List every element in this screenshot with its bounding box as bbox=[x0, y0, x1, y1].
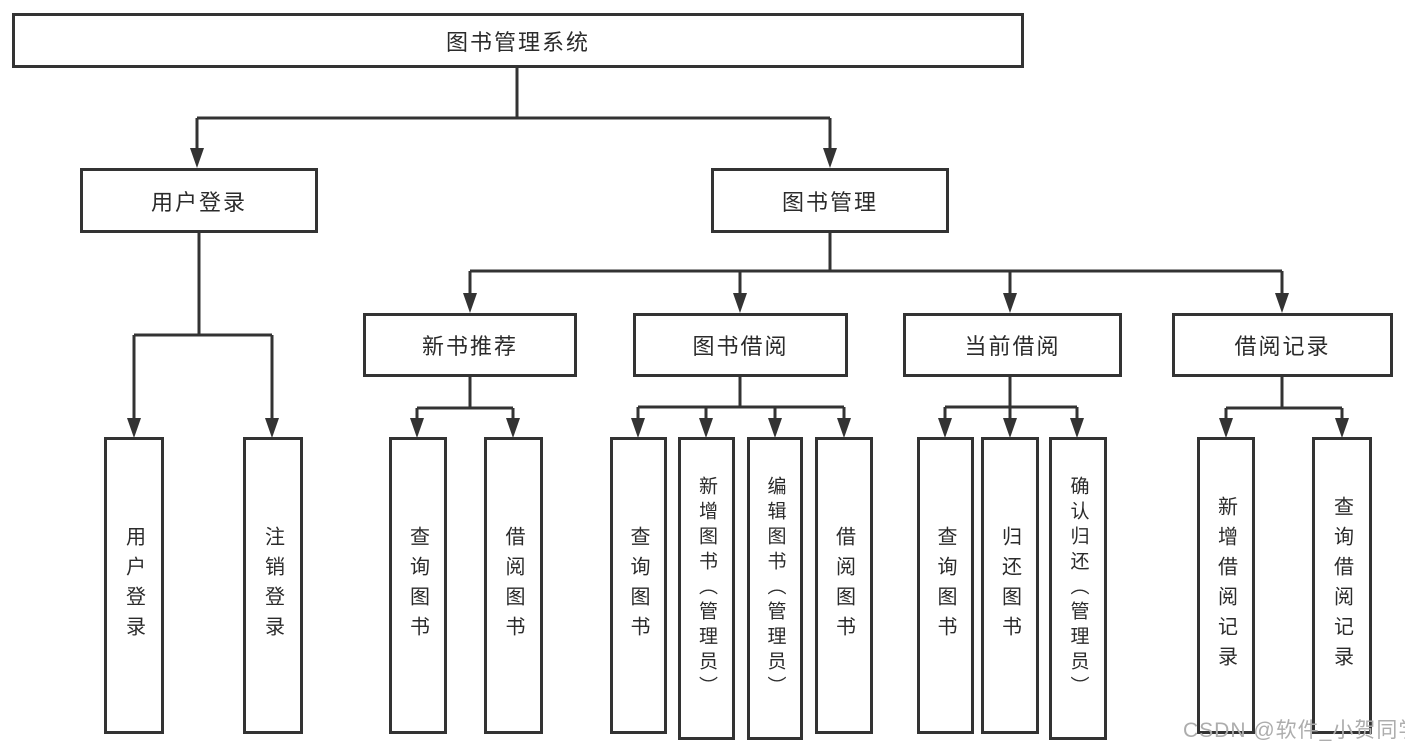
leaf-add-books-admin: 新增图书（管理员） bbox=[678, 437, 735, 740]
leaf-query-books-borrowing: 查询图书 bbox=[610, 437, 667, 734]
node-library-management-system: 图书管理系统 bbox=[12, 13, 1024, 68]
leaf-query-books-recommend: 查询图书 bbox=[389, 437, 447, 734]
arrow-icon bbox=[127, 418, 141, 438]
node-book-management: 图书管理 bbox=[711, 168, 949, 233]
arrow-icon bbox=[837, 418, 851, 438]
arrow-icon bbox=[938, 418, 952, 438]
arrow-icon bbox=[190, 148, 204, 168]
arrow-icon bbox=[768, 418, 782, 438]
arrow-icon bbox=[1003, 293, 1017, 313]
arrow-icon bbox=[1275, 293, 1289, 313]
node-current-borrowing: 当前借阅 bbox=[903, 313, 1122, 377]
arrow-icon bbox=[463, 293, 477, 313]
node-user-login: 用户登录 bbox=[80, 168, 318, 233]
leaf-add-borrow-record: 新增借阅记录 bbox=[1197, 437, 1255, 734]
node-new-book-recommend: 新书推荐 bbox=[363, 313, 577, 377]
arrow-icon bbox=[631, 418, 645, 438]
leaf-borrow-books-recommend: 借阅图书 bbox=[484, 437, 543, 734]
watermark-text: CSDN @软件_小贺同学 bbox=[1183, 719, 1405, 742]
node-borrowing-records: 借阅记录 bbox=[1172, 313, 1393, 377]
arrow-icon bbox=[506, 418, 520, 438]
leaf-user-login: 用户登录 bbox=[104, 437, 164, 734]
leaf-confirm-return-admin: 确认归还（管理员） bbox=[1049, 437, 1107, 740]
arrow-icon bbox=[823, 148, 837, 168]
leaf-logout-login: 注销登录 bbox=[243, 437, 303, 734]
arrow-icon bbox=[1219, 418, 1233, 438]
leaf-return-books: 归还图书 bbox=[981, 437, 1039, 734]
arrow-icon bbox=[733, 293, 747, 313]
leaf-edit-books-admin: 编辑图书（管理员） bbox=[747, 437, 803, 740]
leaf-query-books-current: 查询图书 bbox=[917, 437, 974, 734]
leaf-borrow-books-borrowing: 借阅图书 bbox=[815, 437, 873, 734]
arrow-icon bbox=[1003, 418, 1017, 438]
arrow-icon bbox=[265, 418, 279, 438]
leaf-query-borrow-record: 查询借阅记录 bbox=[1312, 437, 1372, 734]
arrow-icon bbox=[1070, 418, 1084, 438]
arrow-icon bbox=[410, 418, 424, 438]
arrow-icon bbox=[699, 418, 713, 438]
arrow-icon bbox=[1335, 418, 1349, 438]
node-book-borrowing: 图书借阅 bbox=[633, 313, 848, 377]
